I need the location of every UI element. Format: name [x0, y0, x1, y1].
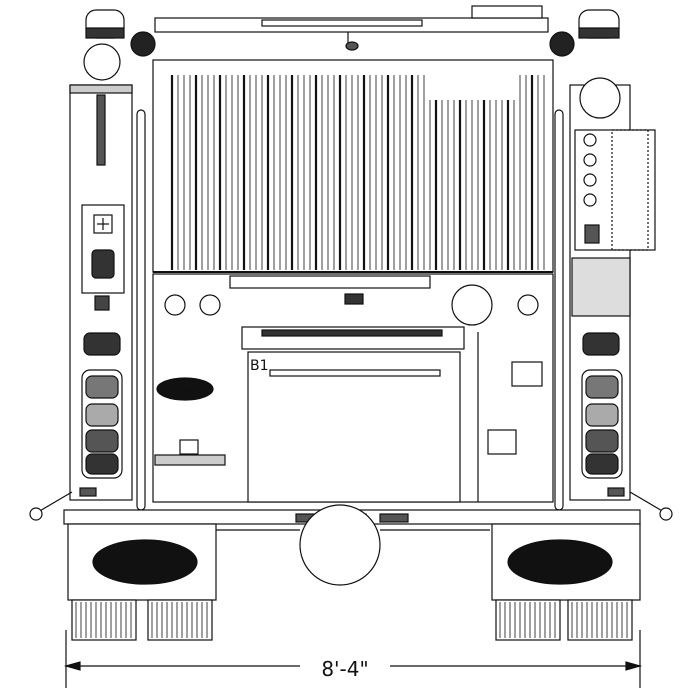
left-side-handle: [29, 491, 73, 521]
left-mudflap-logo-text: E-ONE: [117, 553, 173, 572]
right-mudflap: E-ONE: [491, 523, 641, 601]
left-panel-logo: E-ONE: [156, 377, 214, 401]
right-flood-lamp: [579, 77, 621, 119]
right-beacon-light: [549, 9, 620, 57]
hose-bed: [152, 59, 554, 273]
left-tail-lights: [79, 332, 123, 497]
width-dimension-label: 8'-4": [321, 657, 368, 681]
tire: [495, 599, 561, 641]
rear-panel: [152, 273, 554, 503]
roof-header: [154, 5, 549, 51]
right-grab-rail: [554, 109, 564, 511]
rear-bumper: [63, 504, 641, 586]
left-flood-lamp: [83, 43, 121, 81]
right-side-handle: [629, 491, 673, 521]
tire: [71, 599, 137, 641]
left-panel-logo-text: E-ONE: [168, 385, 203, 396]
left-mudflap: E-ONE: [67, 523, 217, 601]
rear-tires: [71, 599, 633, 641]
left-beacon-light: [85, 9, 156, 57]
compartment-label: B1: [250, 358, 269, 374]
tire: [147, 599, 213, 641]
width-dimension: 8'-4": [63, 630, 643, 688]
right-tail-lights: [581, 332, 625, 497]
tire: [567, 599, 633, 641]
right-mudflap-logo-text: E-ONE: [532, 553, 588, 572]
left-grab-rail: [136, 109, 146, 511]
